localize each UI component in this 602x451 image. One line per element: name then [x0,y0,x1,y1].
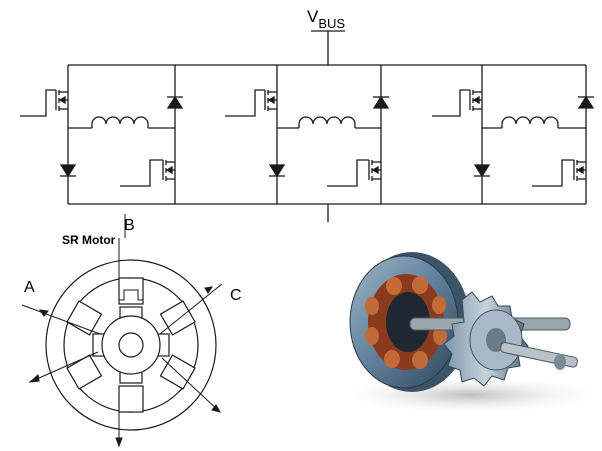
motor-photo-illustration [330,252,602,415]
phase-winding-inductor [91,116,149,128]
phase-winding-leads [21,214,223,448]
phase-winding-inductor [501,116,559,128]
stator-bore [386,292,430,352]
mosfet-icon [532,159,586,187]
diode-icon [268,164,286,178]
rotor [92,306,170,384]
converter-circuit: VBUS [20,7,595,222]
phase-leg-2 [225,65,390,204]
mosfet-icon [432,89,482,117]
phase-leg-3 [432,65,595,204]
diode-icon [166,95,184,109]
stator-copper-coils [365,276,447,369]
mosfet-icon [20,89,68,117]
rotor-shaft [118,332,144,358]
mosfet-icon [327,159,381,187]
phase-winding-inductor [298,116,356,128]
shaft-bearing [554,354,566,370]
phase-label-c: C [230,287,242,304]
diode-icon [577,95,595,109]
mosfet-icon [120,159,175,187]
rotor-body [443,291,529,387]
diode-icon [473,164,491,178]
phase-leg-1 [20,65,184,204]
vbus-label: VBUS [307,7,345,31]
diode-icon [59,164,77,178]
diode-icon [372,95,390,109]
mosfet-icon [225,89,277,117]
phase-label-a: A [24,279,35,296]
motor-title: SR Motor [62,233,116,247]
phase-label-b: B [124,217,135,234]
sr-motor-cross-section: SR Motor A B C [21,214,242,448]
